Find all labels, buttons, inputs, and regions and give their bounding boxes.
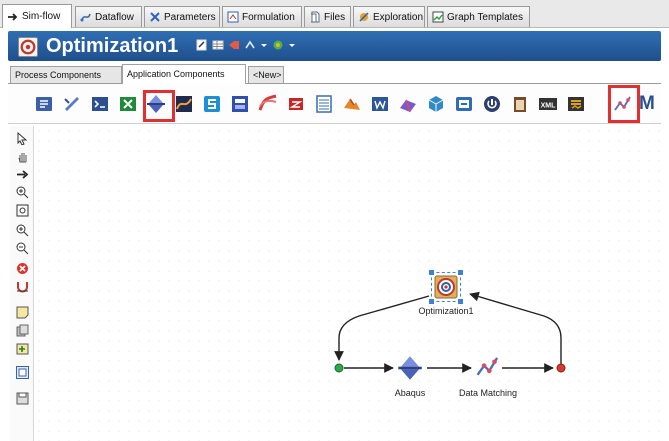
title-toolbar xyxy=(196,39,296,53)
tab-label: Sim-flow xyxy=(22,11,61,22)
zoom-in-small-icon[interactable] xyxy=(16,224,29,237)
frame-icon[interactable] xyxy=(16,366,29,379)
calculator-component-icon[interactable] xyxy=(230,94,250,114)
excel-component-icon[interactable] xyxy=(118,94,138,114)
data-matching-label: Data Matching xyxy=(458,388,518,398)
sheet-component-icon[interactable] xyxy=(314,94,334,114)
tab-parameters[interactable]: Parameters xyxy=(144,6,220,27)
zoom-in-icon[interactable] xyxy=(16,186,29,199)
simcode-component-icon[interactable] xyxy=(202,94,222,114)
end-node-icon[interactable] xyxy=(556,363,566,373)
formulation-icon xyxy=(227,11,239,23)
analysis-component-icon[interactable] xyxy=(174,94,194,114)
optimization-target-icon xyxy=(18,37,38,57)
tab-new[interactable]: <New> xyxy=(248,66,284,83)
tab-exploration[interactable]: Exploration xyxy=(353,6,425,27)
files-icon xyxy=(311,11,320,23)
component-palette: XML M xyxy=(8,84,661,124)
wave-component-icon[interactable] xyxy=(258,94,278,114)
tab-label: Formulation xyxy=(242,11,295,23)
cube-component-icon[interactable] xyxy=(426,94,446,114)
tab-sim-flow[interactable]: Sim-flow xyxy=(2,4,72,28)
chevron-down-icon[interactable] xyxy=(288,39,296,51)
stop-icon[interactable] xyxy=(16,262,29,275)
note-icon[interactable] xyxy=(16,306,29,319)
selection-handle[interactable] xyxy=(458,299,463,304)
terminal-component-icon[interactable] xyxy=(90,94,110,114)
workflow-diagram xyxy=(334,291,562,373)
exploration-icon xyxy=(359,12,369,22)
abaqus-label: Abaqus xyxy=(394,388,426,398)
save-icon[interactable] xyxy=(16,392,29,405)
arrow-right-icon xyxy=(8,12,18,21)
abaqus-component-icon[interactable] xyxy=(397,355,423,381)
title-bar: Optimization1 xyxy=(8,31,661,61)
matlab-component-icon[interactable] xyxy=(342,94,362,114)
fit-view-icon[interactable] xyxy=(16,204,29,217)
tab-formulation[interactable]: Formulation xyxy=(222,6,302,27)
pan-hand-icon[interactable] xyxy=(16,150,29,163)
parameters-icon xyxy=(150,12,160,22)
tag-icon[interactable] xyxy=(228,39,240,51)
tab-label: Graph Templates xyxy=(447,11,523,23)
svg-text:XML: XML xyxy=(541,103,557,110)
chevron-down-icon[interactable] xyxy=(260,39,268,51)
graph-templates-icon xyxy=(432,11,444,23)
tab-label: Files xyxy=(324,11,346,23)
component-menu-icon[interactable] xyxy=(272,39,284,51)
tab-process-components[interactable]: Process Components xyxy=(10,66,122,83)
clipboard-component-icon[interactable] xyxy=(510,94,530,114)
tab-graph-templates[interactable]: Graph Templates xyxy=(427,6,530,27)
zoom-out-icon[interactable] xyxy=(16,242,29,255)
select-arrow-icon[interactable] xyxy=(16,132,29,145)
magnet-icon[interactable] xyxy=(16,280,29,293)
optimizer-label: Optimization1 xyxy=(418,306,474,316)
tab-label: Parameters xyxy=(164,11,216,23)
selection-handle[interactable] xyxy=(458,270,463,275)
copy-icon[interactable] xyxy=(16,324,29,337)
connector-end-to-optimizer xyxy=(469,291,562,364)
tab-label: Dataflow xyxy=(95,11,134,23)
connector-to-start xyxy=(334,295,430,361)
data-matching-highlight xyxy=(608,85,640,123)
solidworks-component-icon[interactable] xyxy=(286,94,306,114)
workflow-canvas[interactable]: Optimization1 Abaqus Data Matching xyxy=(34,126,661,441)
page-title: Optimization1 xyxy=(46,35,179,57)
tab-files[interactable]: Files xyxy=(304,6,351,27)
optimization-target-icon xyxy=(434,275,458,299)
data-matching-component-icon[interactable] xyxy=(475,354,501,380)
dataflow-icon xyxy=(80,13,91,22)
canvas-tools xyxy=(10,126,34,441)
import-component-icon[interactable] xyxy=(34,94,54,114)
surface-component-icon[interactable] xyxy=(398,94,418,114)
abaqus-highlight xyxy=(143,90,175,122)
word-component-icon[interactable] xyxy=(370,94,390,114)
selection-handle[interactable] xyxy=(429,299,434,304)
start-node-icon[interactable] xyxy=(334,363,344,373)
abaqus-component-icon[interactable] xyxy=(146,94,166,114)
edit-icon[interactable] xyxy=(196,39,208,51)
tab-label: Exploration xyxy=(373,11,424,23)
paste-icon[interactable] xyxy=(16,342,29,355)
database-component-icon[interactable] xyxy=(454,94,474,114)
table-icon[interactable] xyxy=(212,39,224,51)
m-component-icon[interactable]: M xyxy=(639,93,655,114)
selection-handle[interactable] xyxy=(429,270,434,275)
link-icon[interactable] xyxy=(244,39,256,51)
top-tab-strip: Sim-flow Dataflow Parameters Formulation… xyxy=(0,0,669,28)
optimizer-node[interactable] xyxy=(429,270,463,304)
data-matching-component-icon[interactable] xyxy=(613,94,633,114)
batch-component-icon[interactable] xyxy=(566,94,586,114)
xml-component-icon[interactable]: XML xyxy=(538,94,558,114)
connect-arrow-icon[interactable] xyxy=(16,168,29,181)
script-component-icon[interactable] xyxy=(62,94,82,114)
power-component-icon[interactable] xyxy=(482,94,502,114)
tab-dataflow[interactable]: Dataflow xyxy=(75,6,142,27)
tab-application-components[interactable]: Application Components xyxy=(122,64,246,84)
component-category-tabs: Process Components Application Component… xyxy=(8,64,661,84)
